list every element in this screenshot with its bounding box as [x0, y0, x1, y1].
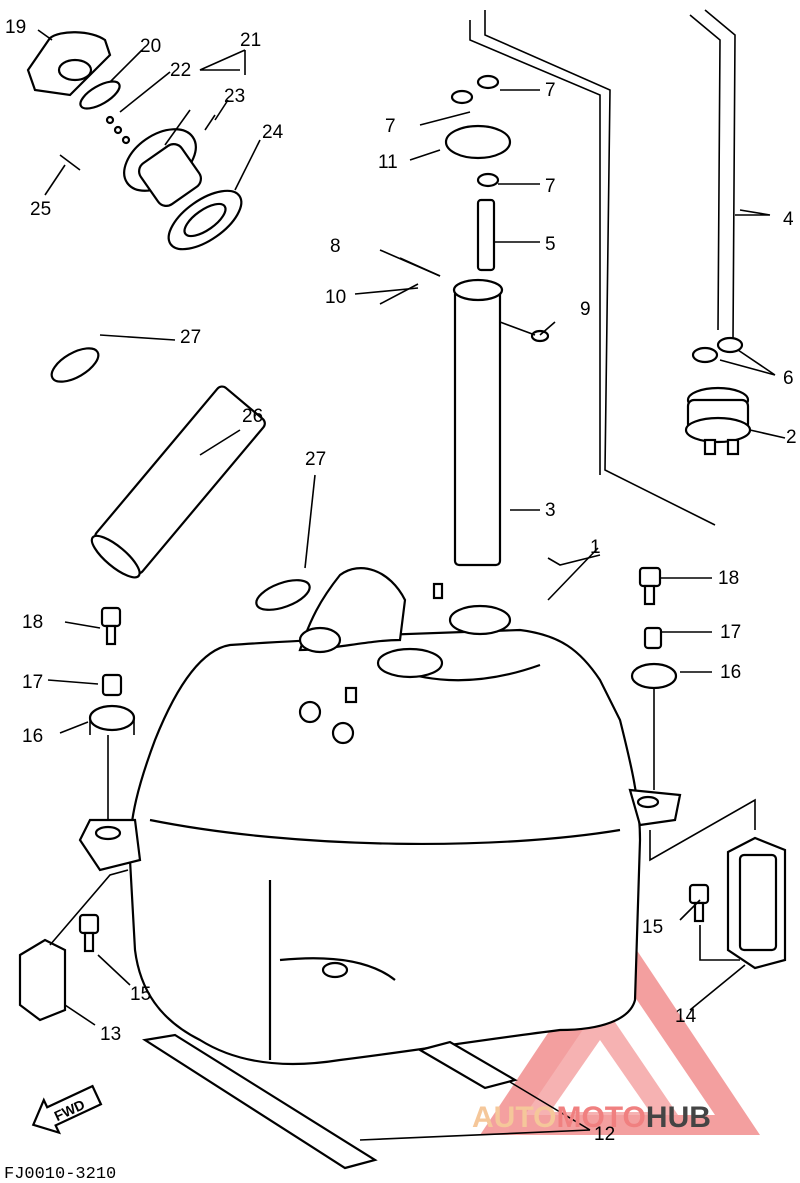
fuel-filter-assembly: [684, 9, 752, 456]
filler-hose: [90, 385, 266, 579]
label-25: 25: [30, 199, 51, 220]
watermark-part3: HUB: [646, 1101, 711, 1134]
label-19: 19: [5, 17, 26, 38]
label-17a: 17: [22, 672, 43, 693]
bracket-left: [18, 869, 129, 1022]
label-20: 20: [140, 36, 161, 57]
label-7a: 7: [545, 80, 556, 101]
hose-clamp-lower: [255, 579, 311, 611]
label-3: 3: [545, 500, 556, 521]
label-26: 26: [242, 406, 263, 427]
diagram-code: FJ0010-3210: [4, 1165, 116, 1183]
label-18a: 18: [22, 612, 43, 633]
watermark-part2: MOTO: [556, 1101, 645, 1134]
routing-line-inner: [469, 20, 601, 475]
label-1: 1: [590, 537, 601, 558]
breather-pipe: [379, 74, 550, 567]
watermark-part1: AUTO: [472, 1101, 556, 1134]
label-15a: 15: [130, 984, 151, 1005]
label-6: 6: [783, 368, 794, 389]
label-5: 5: [545, 234, 556, 255]
label-14: 14: [675, 1006, 697, 1027]
label-9: 9: [580, 299, 591, 320]
label-13: 13: [100, 1024, 121, 1045]
label-22: 22: [170, 60, 191, 81]
callout-labels: 1 2 3 4 5 6 7 7 7 8 9 10 11 12 13 14 15 …: [5, 17, 797, 1145]
tank-band-rear: [417, 1040, 518, 1090]
hose-clamp-upper: [50, 347, 100, 383]
label-8: 8: [330, 236, 341, 257]
label-2: 2: [786, 427, 797, 448]
watermark-text: AUTOMOTOHUB: [472, 1101, 711, 1134]
tank-band-front: [141, 1033, 378, 1170]
label-27b: 27: [305, 449, 326, 470]
label-16a: 16: [22, 726, 43, 747]
label-7c: 7: [545, 176, 556, 197]
label-27a: 27: [180, 327, 201, 348]
label-7b: 7: [385, 116, 396, 137]
label-4: 4: [783, 209, 794, 230]
label-24: 24: [262, 122, 284, 143]
left-mount-hardware: [88, 606, 136, 820]
bracket-right: [688, 836, 787, 970]
watermark-logo: [480, 925, 760, 1135]
fuel-tank: [78, 567, 682, 1066]
label-11: 11: [378, 152, 398, 173]
label-17b: 17: [720, 622, 741, 643]
label-23: 23: [224, 86, 245, 107]
label-10: 10: [325, 287, 346, 308]
label-16b: 16: [720, 662, 741, 683]
label-18b: 18: [718, 568, 739, 589]
forward-arrow: FWD: [31, 1084, 103, 1135]
routing-line: [484, 10, 716, 526]
label-15b: 15: [642, 917, 663, 938]
fuel-cap-assembly: [26, 31, 243, 251]
label-12: 12: [594, 1124, 615, 1145]
right-mount-hardware: [630, 566, 756, 862]
label-21: 21: [240, 30, 261, 51]
leader-lines: [37, 29, 786, 1141]
